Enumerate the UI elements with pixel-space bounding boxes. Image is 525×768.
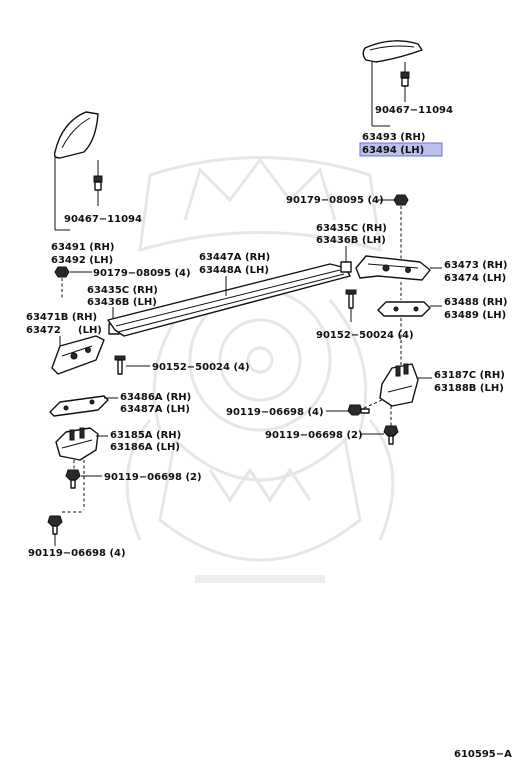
- label-63472-lh: (LH): [78, 325, 102, 336]
- label-63188b: 63188B (LH): [434, 383, 504, 394]
- label-63185a: 63185A (RH): [110, 430, 181, 441]
- bolt-90119-left-2[interactable]: [65, 469, 81, 489]
- watermark-helmet: [125, 156, 395, 583]
- label-63435c-left: 63435C (RH): [87, 285, 158, 296]
- spacer-63435c-right[interactable]: [340, 261, 352, 273]
- label-90119-right-2: 90119−06698 (2): [265, 430, 363, 441]
- garnish-cap-63493[interactable]: [362, 40, 423, 63]
- label-90179-top: 90179−08095 (4): [286, 195, 384, 206]
- pad-63488[interactable]: [377, 301, 431, 317]
- bolt-90119-right-2[interactable]: [383, 425, 399, 445]
- label-90467-left: 90467−11094: [64, 214, 142, 225]
- label-63186a: 63186A (LH): [110, 442, 180, 453]
- label-63486a: 63486A (RH): [120, 392, 191, 403]
- label-90152-right: 90152−50024 (4): [316, 330, 414, 341]
- garnish-cap-63491[interactable]: [53, 111, 99, 159]
- screw-90152-left[interactable]: [114, 355, 126, 375]
- label-63471b: 63471B (RH): [26, 312, 97, 323]
- label-63474: 63474 (LH): [444, 273, 506, 284]
- clip-90467-left[interactable]: [93, 175, 103, 191]
- label-63187c: 63187C (RH): [434, 370, 505, 381]
- bracket-63471b[interactable]: [51, 335, 105, 375]
- label-63435c-right: 63435C (RH): [316, 223, 387, 234]
- bolt-90119-left-4[interactable]: [47, 515, 63, 535]
- label-63493: 63493 (RH): [362, 132, 425, 143]
- bracket-63185a[interactable]: [55, 427, 99, 461]
- label-90119-right-4: 90119−06698 (4): [226, 407, 324, 418]
- label-63489: 63489 (LH): [444, 310, 506, 321]
- bolt-90119-right-4[interactable]: [347, 404, 370, 416]
- label-63494[interactable]: 63494 (LH): [362, 145, 424, 156]
- bracket-63473[interactable]: [355, 255, 431, 281]
- label-90152-left: 90152−50024 (4): [152, 362, 250, 373]
- label-63473: 63473 (RH): [444, 260, 507, 271]
- label-63436b-left: 63436B (LH): [87, 297, 157, 308]
- label-63492: 63492 (LH): [51, 255, 113, 266]
- label-90467-top: 90467−11094: [375, 105, 453, 116]
- label-63472: 63472: [26, 325, 61, 336]
- bracket-63187c[interactable]: [379, 363, 419, 407]
- label-63447a: 63447A (RH): [199, 252, 270, 263]
- label-90179-left: 90179−08095 (4): [93, 268, 191, 279]
- diagram-code: 610595−A: [454, 749, 512, 760]
- clip-90467-top[interactable]: [400, 71, 410, 87]
- label-90119-left-4: 90119−06698 (4): [28, 548, 126, 559]
- label-90119-left-2: 90119−06698 (2): [104, 472, 202, 483]
- label-63448a: 63448A (LH): [199, 265, 269, 276]
- label-63487a: 63487A (LH): [120, 404, 190, 415]
- label-63436b-right: 63436B (LH): [316, 235, 386, 246]
- nut-90179-right[interactable]: [393, 194, 409, 206]
- highlight-63494: [359, 142, 443, 157]
- label-63488: 63488 (RH): [444, 297, 507, 308]
- label-63491: 63491 (RH): [51, 242, 114, 253]
- pad-63486a[interactable]: [49, 395, 109, 417]
- nut-90179-left[interactable]: [54, 266, 70, 278]
- screw-90152-right[interactable]: [345, 289, 357, 309]
